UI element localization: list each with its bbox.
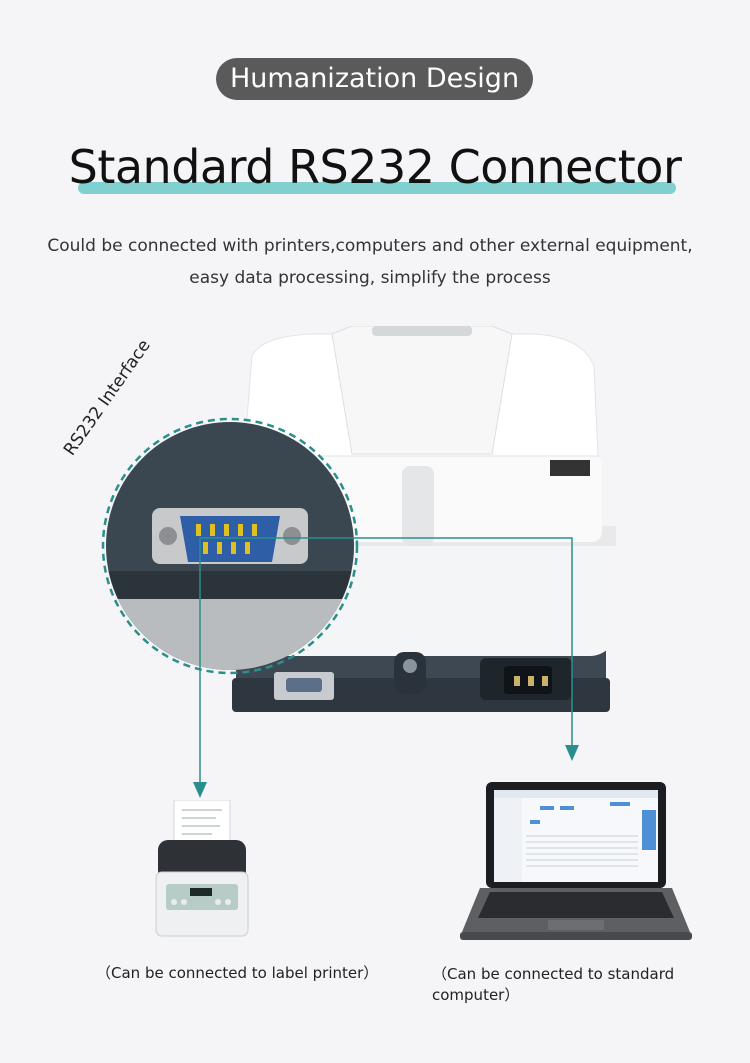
page-title: Standard RS232 Connector: [68, 140, 682, 194]
section-badge: Humanization Design: [216, 58, 533, 100]
label-printer-image: [155, 800, 249, 937]
laptop-computer-image: [460, 782, 692, 940]
subtitle-line-1: Could be connected with printers,compute…: [47, 236, 693, 256]
printer-caption: （Can be connected to label printer）: [96, 964, 379, 982]
arrow-to-computer: [565, 745, 579, 761]
computer-caption: （Can be connected to standard computer）: [432, 965, 675, 1004]
subtitle-line-2: easy data processing, simplify the proce…: [189, 268, 551, 288]
rs232-magnified-view: [101, 417, 359, 675]
title-underline: [78, 182, 676, 194]
arrow-to-printer: [193, 782, 207, 798]
